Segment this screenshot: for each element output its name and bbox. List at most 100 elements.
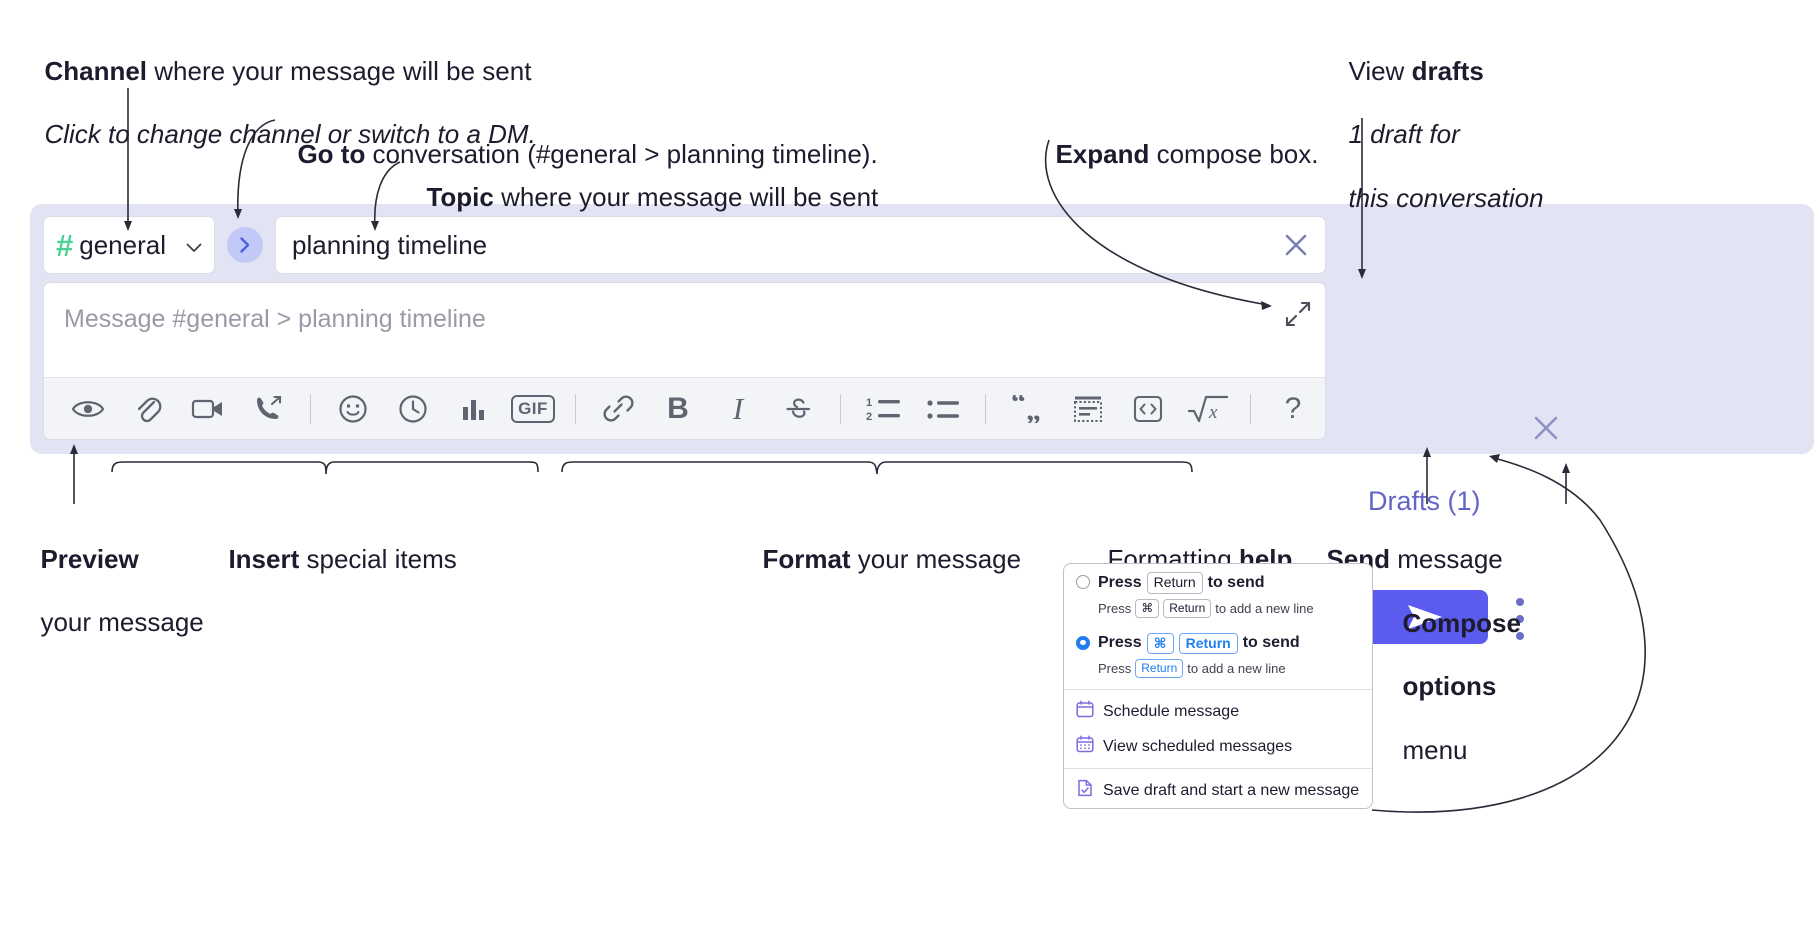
menu-item-label: View scheduled messages — [1103, 737, 1293, 755]
annotation-format-rest: your message — [850, 543, 1022, 574]
toolbar-separator — [840, 393, 841, 424]
annotation-drafts-pre: View — [1348, 55, 1412, 86]
opt1-sub-prefix: Press — [1098, 600, 1132, 616]
svg-text:2: 2 — [866, 411, 872, 423]
send-option-cmd-return-sub: Press Return to add a new line — [1064, 656, 1372, 685]
annotation-expand: Expand compose box. — [1041, 107, 1318, 170]
message-input[interactable]: Message #general > planning timeline — [43, 282, 1326, 440]
annotation-topic-rest: where your message will be sent — [493, 181, 879, 212]
radio-unselected[interactable] — [1076, 575, 1090, 589]
annotation-format: Format your message — [748, 512, 1021, 575]
emoji-icon[interactable] — [330, 386, 376, 432]
go-to-conversation-button[interactable] — [227, 227, 263, 263]
annotation-compose-options-bold2: options — [1402, 671, 1497, 702]
annotation-send-rest: message — [1390, 543, 1503, 574]
chevron-down-icon — [186, 240, 202, 252]
key-return: Return — [1178, 632, 1238, 654]
annotation-preview-rest: your message — [40, 607, 204, 638]
toolbar-separator — [575, 393, 576, 424]
annotation-topic: Topic where your message will be sent — [412, 150, 878, 213]
help-icon[interactable]: ? — [1270, 386, 1316, 432]
menu-item-schedule-message[interactable]: Schedule message — [1064, 694, 1372, 729]
menu-item-label: Schedule message — [1103, 702, 1240, 720]
opt2-sub-prefix: Press — [1098, 661, 1132, 676]
calendar-view-icon — [1076, 735, 1094, 758]
svg-text:“: “ — [1011, 395, 1026, 419]
menu-item-view-scheduled[interactable]: View scheduled messages — [1064, 729, 1372, 764]
save-draft-icon — [1076, 779, 1094, 802]
expand-compose-icon[interactable] — [1285, 301, 1311, 327]
key-return: Return — [1163, 598, 1212, 618]
annotation-insert-bold: Insert — [228, 543, 300, 574]
annotation-insert-rest: special items — [299, 543, 457, 574]
annotation-expand-bold: Expand — [1055, 138, 1150, 169]
toolbar-separator — [310, 393, 311, 424]
blockquote-icon[interactable]: “„ — [1005, 386, 1051, 432]
italic-icon[interactable]: I — [715, 386, 761, 432]
annotation-channel-bold: Channel — [44, 55, 148, 86]
opt1-prefix: Press — [1098, 573, 1142, 591]
link-icon[interactable] — [595, 386, 641, 432]
help-label: ? — [1284, 391, 1302, 425]
radio-selected[interactable] — [1076, 635, 1090, 650]
annotation-goto-bold: Go to — [297, 138, 366, 169]
opt2-sub-suffix: to add a new line — [1187, 661, 1286, 676]
toolbar-separator — [985, 393, 986, 424]
menu-item-save-draft[interactable]: Save draft and start a new message — [1064, 773, 1372, 808]
bold-icon[interactable]: B — [655, 386, 701, 432]
close-compose-icon[interactable] — [1530, 412, 1562, 444]
annotation-expand-rest: compose box. — [1149, 138, 1319, 169]
math-icon[interactable]: x — [1185, 386, 1231, 432]
annotation-drafts-italic2: this conversation — [1348, 182, 1544, 213]
preview-icon[interactable] — [65, 386, 111, 432]
topic-value: planning timeline — [292, 229, 488, 260]
annotation-drafts-bold: drafts — [1411, 55, 1484, 86]
menu-item-label: Save draft and start a new message — [1103, 781, 1360, 799]
send-option-cmd-return[interactable]: Press ⌘ Return to send — [1064, 625, 1372, 657]
opt2-suffix: to send — [1242, 634, 1300, 652]
send-option-return-sub: Press ⌘ Return to add a new line — [1064, 596, 1372, 625]
key-return: Return — [1135, 659, 1184, 678]
send-option-return[interactable]: Press Return to send — [1064, 564, 1372, 596]
code-block-icon[interactable] — [1065, 386, 1111, 432]
compose-panel: Drafts (1) # general planning timeline — [30, 204, 1814, 644]
annotation-channel-rest: where your message will be sent — [147, 55, 532, 86]
send-option-label: Press ⌘ Return to send — [1098, 632, 1300, 654]
svg-text:x: x — [1208, 402, 1218, 423]
clear-topic-icon[interactable] — [1281, 230, 1311, 260]
annotation-compose-options-bold1: Compose — [1402, 607, 1521, 638]
gif-label: GIF — [511, 394, 555, 423]
attachment-icon[interactable] — [125, 386, 171, 432]
bulleted-list-icon[interactable] — [920, 386, 966, 432]
topic-input[interactable]: planning timeline — [275, 216, 1326, 274]
annotation-preview-bold: Preview — [40, 543, 139, 574]
svg-text:1: 1 — [866, 397, 872, 409]
opt2-prefix: Press — [1098, 634, 1142, 652]
audio-call-icon[interactable] — [245, 386, 291, 432]
chevron-right-icon — [240, 237, 250, 253]
calendar-schedule-icon — [1076, 700, 1094, 723]
compose-options-dropdown: Press Return to send Press ⌘ Return to a… — [1063, 563, 1373, 809]
poll-bars-icon[interactable] — [450, 386, 496, 432]
gif-icon[interactable]: GIF — [510, 386, 556, 432]
send-option-label: Press Return to send — [1098, 572, 1265, 594]
annotation-compose-options-rest: menu — [1402, 734, 1468, 765]
annotation-drafts: View drafts 1 draft for this conversatio… — [1334, 24, 1544, 214]
annotation-topic-bold: Topic — [426, 181, 494, 212]
toolbar-separator — [1250, 393, 1251, 424]
video-icon[interactable] — [185, 386, 231, 432]
strikethrough-icon[interactable] — [775, 386, 821, 432]
key-return: Return — [1146, 572, 1203, 594]
svg-text:„: „ — [1026, 395, 1041, 423]
channel-selector[interactable]: # general — [43, 216, 215, 274]
key-command: ⌘ — [1146, 632, 1174, 654]
menu-divider — [1064, 768, 1372, 769]
reminder-clock-icon[interactable] — [390, 386, 436, 432]
inline-code-icon[interactable] — [1125, 386, 1171, 432]
menu-divider — [1064, 689, 1372, 690]
compose-header-row: # general planning timeline — [43, 216, 1326, 274]
annotation-drafts-italic1: 1 draft for — [1348, 119, 1460, 150]
opt1-sub-suffix: to add a new line — [1215, 600, 1314, 616]
